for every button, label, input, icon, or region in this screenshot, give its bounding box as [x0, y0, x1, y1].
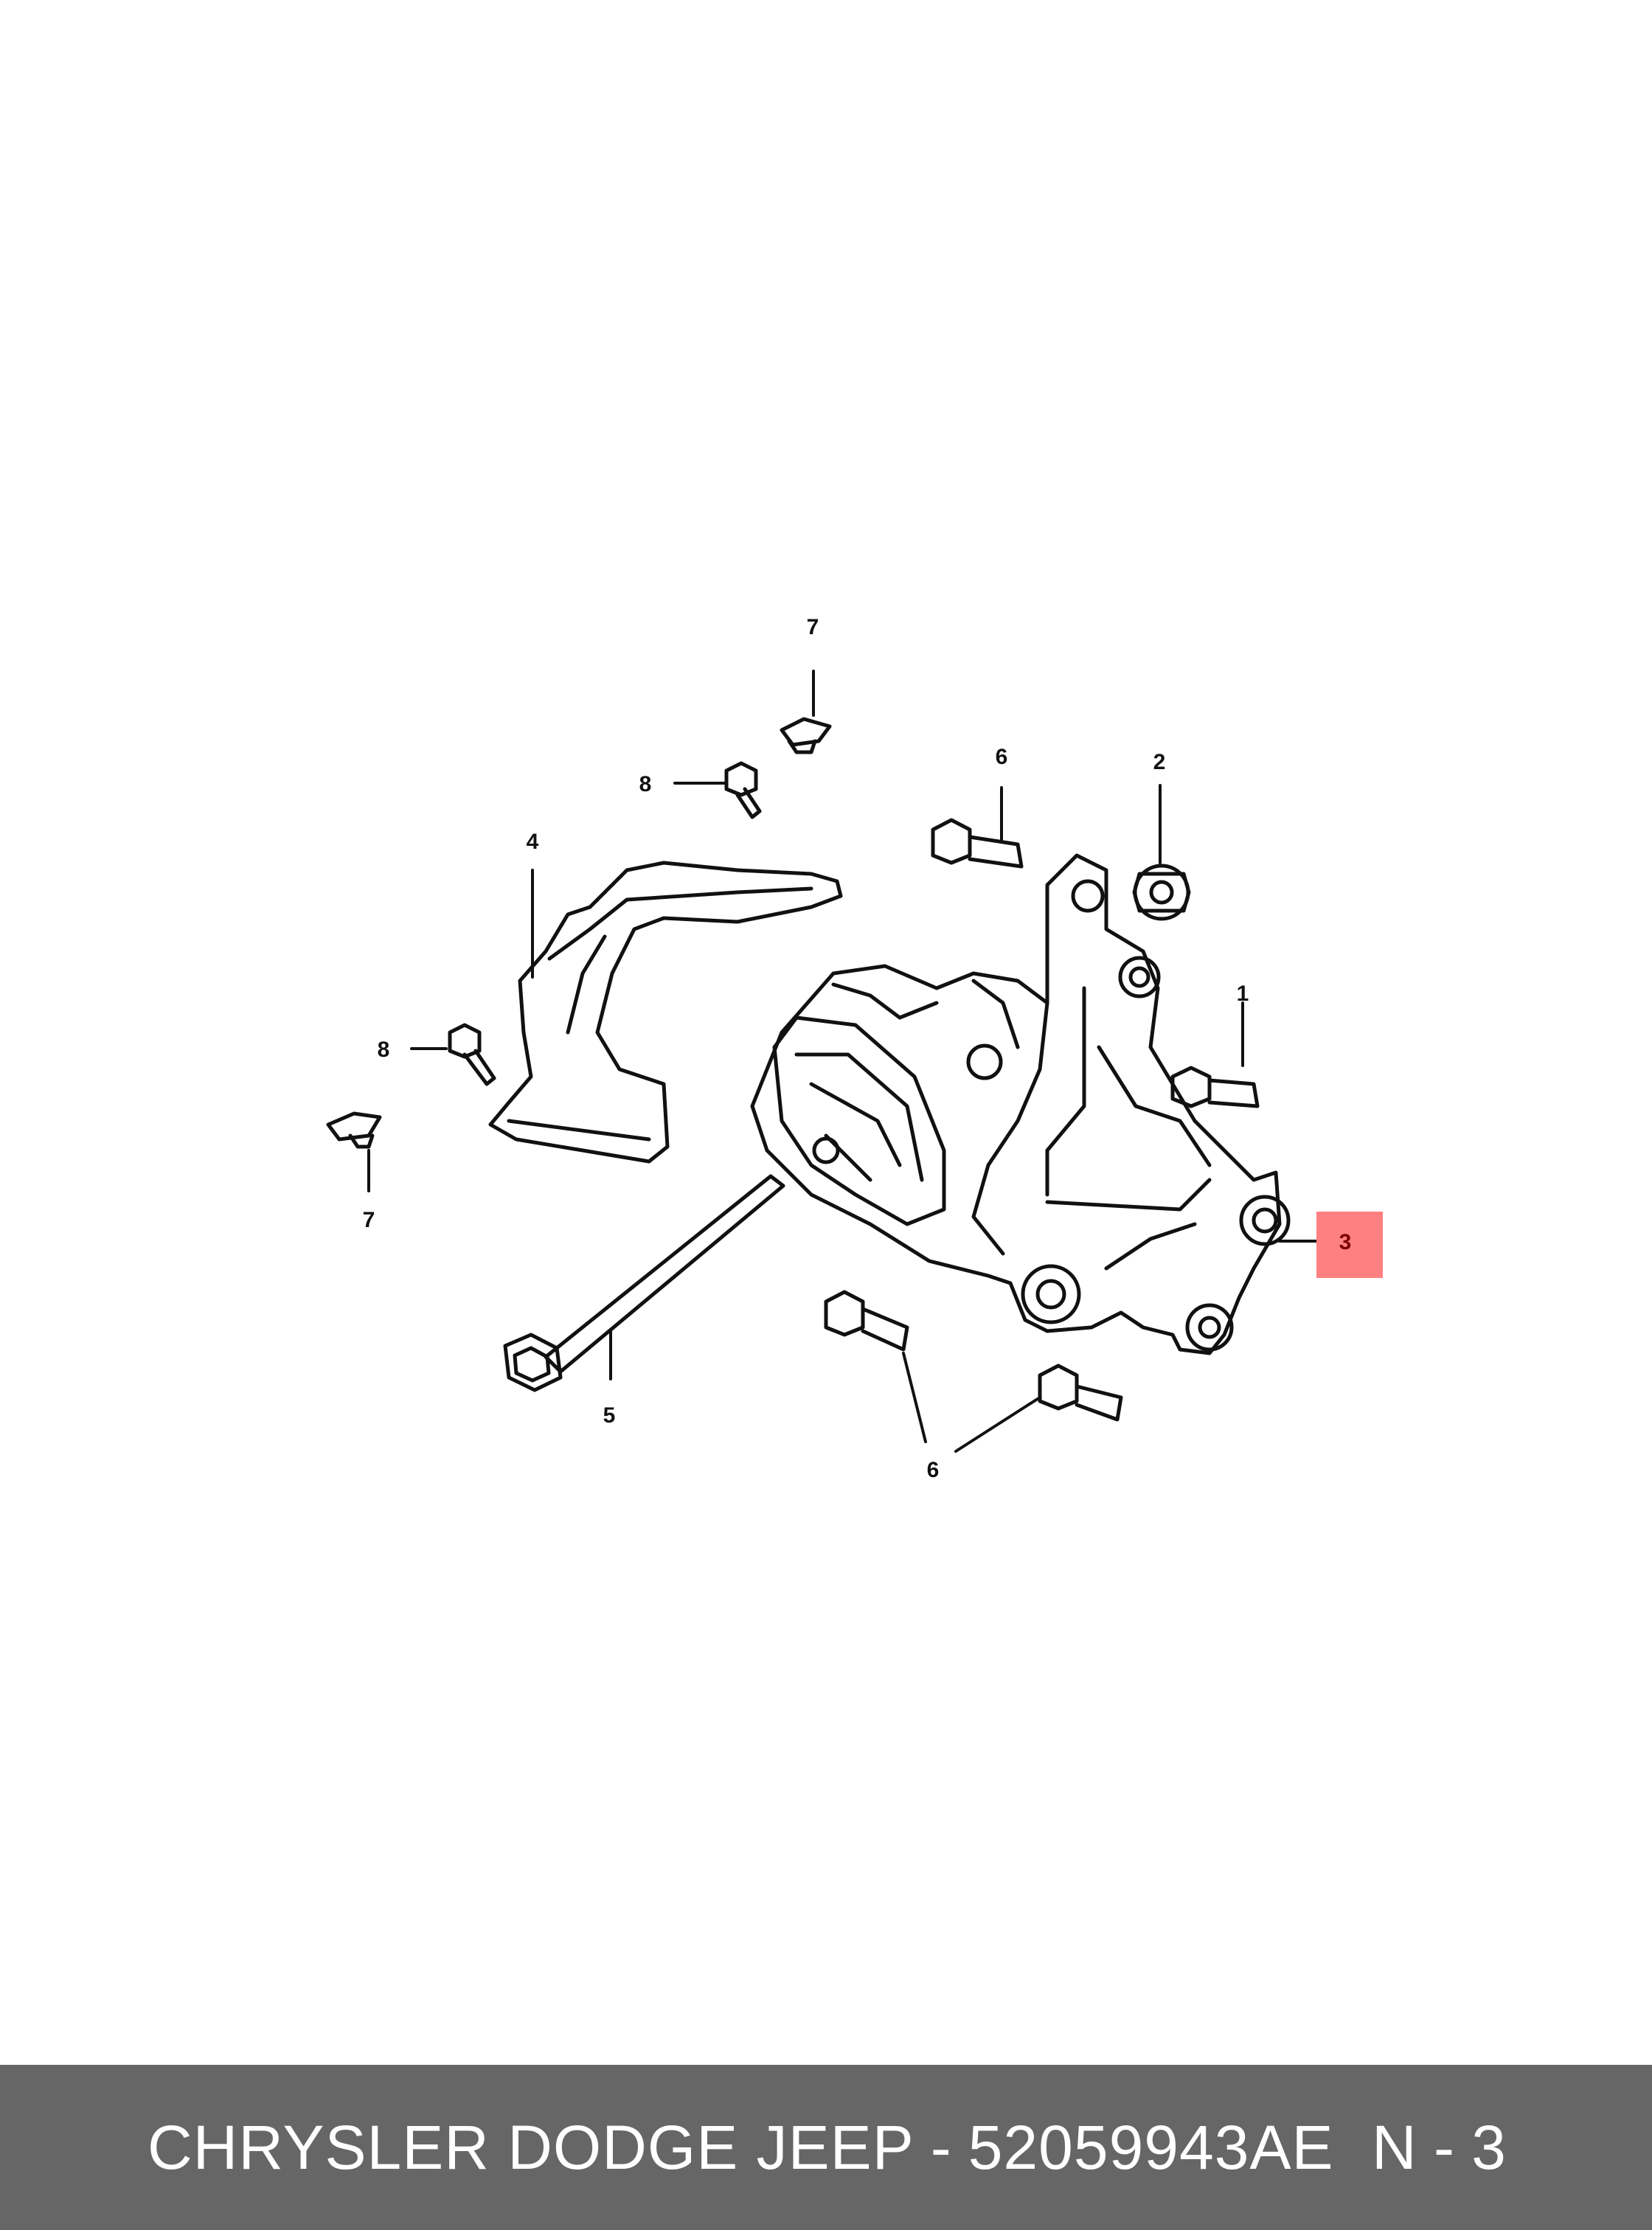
callout-6-top: 6 [996, 745, 1008, 769]
callout-4: 4 [527, 830, 539, 854]
position-label: N - 3 [1371, 2113, 1506, 2182]
footer-title: CHRYSLER DODGE JEEP-52059943AE [148, 2065, 1334, 2230]
part-8-bolt-top [724, 761, 762, 819]
part-number: 52059943AE [968, 2113, 1334, 2182]
parts-diagram: 1 2 3 4 5 6 6 7 7 8 8 [326, 615, 1383, 1482]
part-5-through-bolt [503, 1174, 785, 1392]
part-6-bolt-bottom [1038, 1364, 1123, 1422]
callout-7-left: 7 [363, 1208, 375, 1232]
part-6-bolt-top [931, 818, 1024, 869]
part-8-bolt-left [448, 1023, 496, 1086]
footer-bar: CHRYSLER DODGE JEEP-52059943AE N - 3 [0, 2065, 1652, 2230]
highlight-box-3 [1316, 1212, 1383, 1278]
part-2-nut [1132, 864, 1191, 921]
callout-7-top: 7 [807, 615, 819, 639]
part-4-shield [488, 861, 843, 1164]
leader-lines [367, 670, 1318, 1453]
separator: - [930, 2113, 952, 2182]
callout-8-left: 8 [378, 1038, 390, 1062]
callout-3[interactable]: 3 [1339, 1230, 1352, 1254]
callout-6-bottom: 6 [927, 1458, 940, 1482]
callout-8-top: 8 [639, 772, 652, 796]
part-7-clip-left [326, 1111, 382, 1149]
brand-name: CHRYSLER DODGE JEEP [148, 2113, 914, 2182]
callout-5: 5 [603, 1403, 616, 1428]
callout-2: 2 [1153, 750, 1166, 774]
part-1-bolt [1170, 1066, 1260, 1108]
part-6-bolt-mid [824, 1290, 909, 1352]
part-7-clip-top [780, 717, 832, 754]
part-3-mount-bracket [750, 853, 1291, 1355]
callout-1: 1 [1237, 982, 1249, 1006]
